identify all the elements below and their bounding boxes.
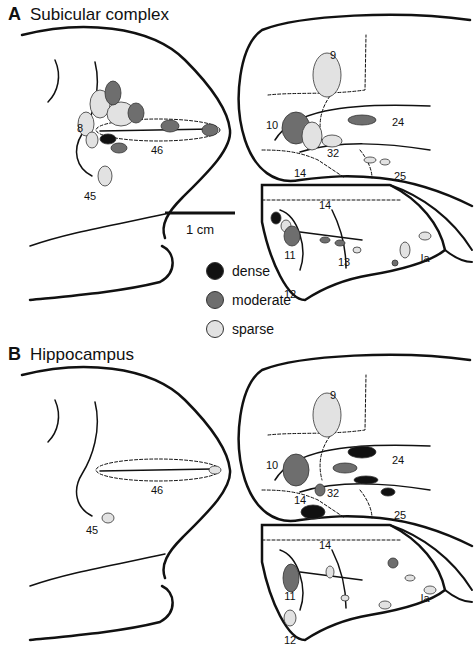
area-number: 11 [284,591,295,602]
panel-letter: A [8,5,21,23]
area-number: 9 [330,390,336,401]
area-number: 10 [266,120,278,131]
area-number: 8 [77,123,83,134]
area-number: 46 [151,485,163,496]
panel-title: Subicular complex [30,6,169,23]
area-number: 12 [284,635,296,646]
area-number: 14 [319,200,331,211]
area-number: 25 [394,171,406,182]
area-number: 32 [327,488,339,499]
area-number: 32 [327,148,339,159]
area-number: 25 [394,510,406,521]
legend-swatch [206,320,224,338]
legend-label: sparse [232,322,274,336]
area-number: 11 [284,250,295,261]
area-number: 45 [86,525,98,536]
panel-letter: B [8,345,21,363]
scale-label: 1 cm [186,223,214,236]
area-number: 14 [294,168,306,179]
area-number: 45 [84,191,96,202]
area-number: 13 [338,257,350,268]
legend-swatch [206,262,224,280]
area-number: 10 [266,460,278,471]
area-number: 24 [392,117,404,128]
area-number: 24 [392,455,404,466]
area-number: 46 [151,145,163,156]
panel-title: Hippocampus [30,346,134,363]
legend-label: dense [232,264,270,278]
area-number: Ia [420,253,429,264]
area-number: 9 [330,50,336,61]
area-number: 14 [319,540,331,551]
area-number: 14 [294,495,306,506]
area-number: Ia [420,593,429,604]
legend-label: moderate [232,293,291,307]
legend-swatch [206,291,224,309]
